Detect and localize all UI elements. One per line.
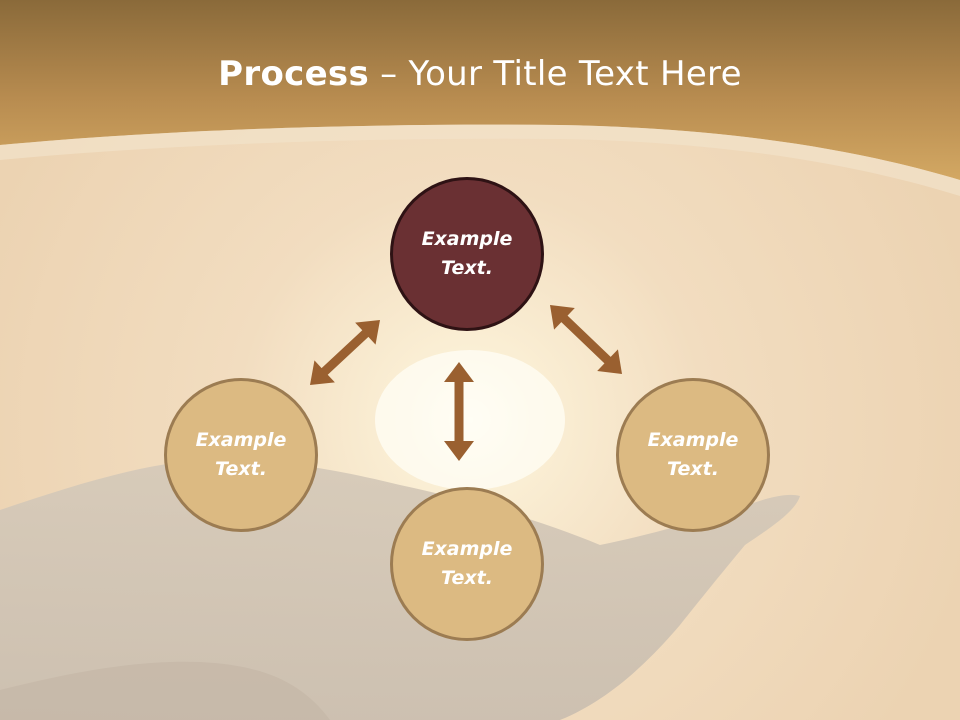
- node-bottom-text: Example Text.: [421, 538, 513, 589]
- node-left[interactable]: Example Text.: [164, 378, 318, 532]
- arrow-group: [310, 304, 623, 461]
- node-top[interactable]: Example Text.: [390, 177, 544, 331]
- arrow-top-right: [549, 304, 623, 375]
- title-rest-part: – Your Title Text Here: [369, 54, 742, 94]
- arrow-top-left: [310, 319, 380, 386]
- node-right-text: Example Text.: [647, 429, 739, 480]
- arrow-top-bottom: [444, 362, 474, 461]
- node-right[interactable]: Example Text.: [616, 378, 770, 532]
- slide-title: Process – Your Title Text Here: [0, 50, 960, 98]
- node-bottom[interactable]: Example Text.: [390, 487, 544, 641]
- header-band: [0, 0, 960, 180]
- node-top-text: Example Text.: [421, 228, 513, 279]
- node-left-text: Example Text.: [195, 429, 287, 480]
- title-bold-part: Process: [218, 54, 370, 94]
